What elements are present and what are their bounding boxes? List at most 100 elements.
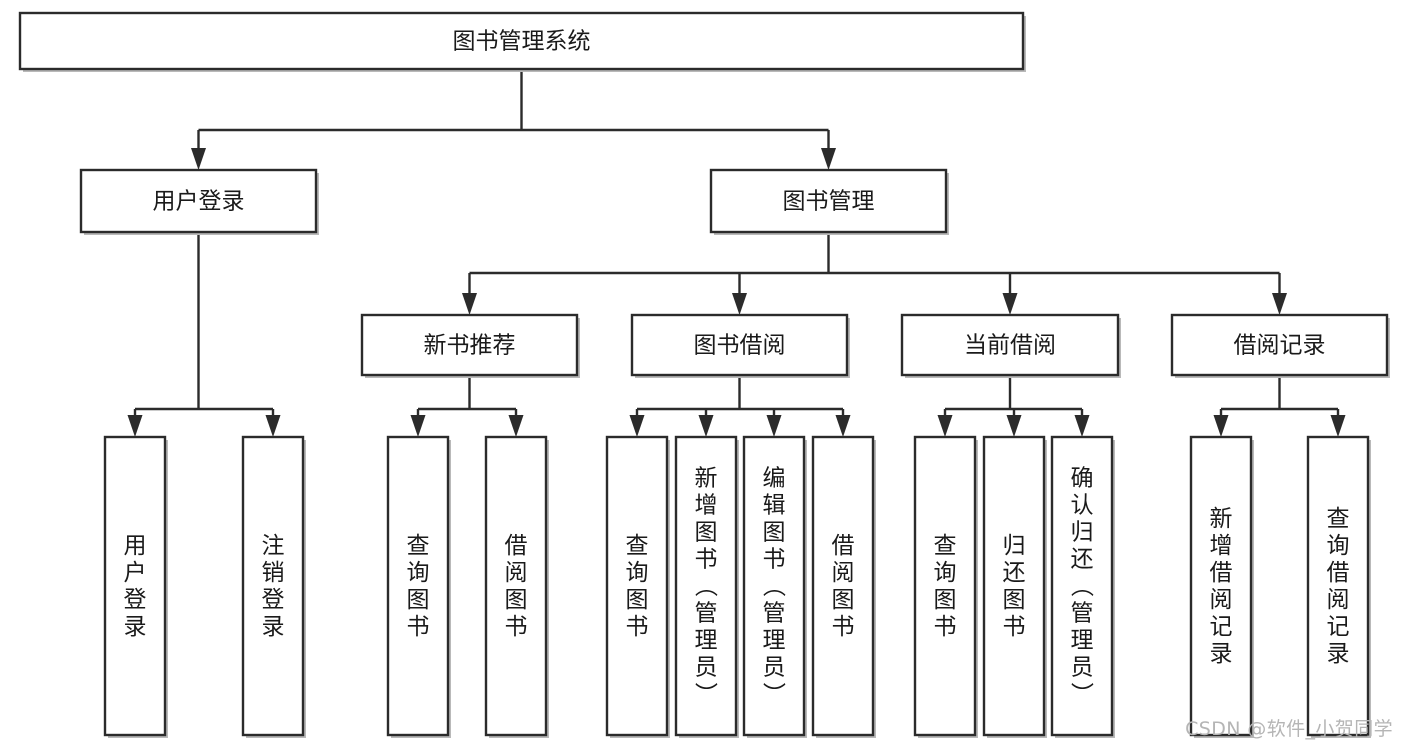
node-label: 用户登录 xyxy=(153,189,245,215)
node-box[interactable] xyxy=(241,435,305,737)
node-new-book-rec[interactable]: 新书推荐 xyxy=(360,313,580,378)
connector-group xyxy=(1213,375,1346,437)
node-label-char: 员 xyxy=(1071,655,1094,681)
node-label-char: 书 xyxy=(626,614,649,640)
node-label-char: 阅 xyxy=(832,560,855,586)
node-current-borrow[interactable]: 当前借阅 xyxy=(900,313,1121,378)
node-book-borrow[interactable]: 图书借阅 xyxy=(630,313,850,378)
node-box[interactable] xyxy=(900,313,1120,377)
csdn-watermark: CSDN @软件_小贺同学 xyxy=(1185,718,1393,740)
node-box[interactable] xyxy=(674,435,738,737)
node-label-char: 编 xyxy=(763,466,786,492)
node-label: 当前借阅 xyxy=(964,333,1056,359)
node-label-char: 询 xyxy=(407,560,430,586)
node-box[interactable] xyxy=(484,435,548,737)
node-label-char: 图 xyxy=(407,587,430,613)
node-label-char: 理 xyxy=(1071,628,1094,654)
node-label-char: 管 xyxy=(763,601,786,627)
node-label: 图书借阅 xyxy=(694,333,786,359)
node-label-char: 辑 xyxy=(763,493,786,519)
node-box[interactable] xyxy=(742,435,806,737)
node-label-char: （ xyxy=(1068,574,1094,597)
node-label-char: 确 xyxy=(1071,466,1094,492)
node-label-char: 还 xyxy=(1071,547,1094,573)
connector-group xyxy=(410,375,524,437)
node-label: 图书管理系统 xyxy=(453,29,591,55)
node-label-char: 录 xyxy=(1327,641,1350,667)
node-box[interactable] xyxy=(1050,435,1114,737)
node-box[interactable] xyxy=(1189,435,1253,737)
node-label-char: 增 xyxy=(695,493,718,519)
node-leaf-user-login[interactable]: 用户登录 xyxy=(103,435,168,738)
arrow-head-icon xyxy=(410,415,426,437)
node-label-char: （ xyxy=(692,574,718,597)
node-box[interactable] xyxy=(811,435,875,737)
node-label-char: 图 xyxy=(505,587,528,613)
node-label-char: 图 xyxy=(832,587,855,613)
node-label-char: 借 xyxy=(505,533,528,559)
arrow-head-icon xyxy=(835,415,851,437)
node-label-char: 询 xyxy=(1327,533,1350,559)
node-box[interactable] xyxy=(630,313,849,377)
node-box[interactable] xyxy=(386,435,450,737)
arrow-head-icon xyxy=(1213,415,1229,437)
node-label-char: ） xyxy=(1068,682,1094,705)
node-box[interactable] xyxy=(709,168,948,234)
arrow-head-icon xyxy=(1074,415,1090,437)
connector-group xyxy=(629,375,851,437)
node-label: 新书推荐 xyxy=(424,333,516,359)
node-box[interactable] xyxy=(103,435,167,737)
node-label-char: 增 xyxy=(1210,533,1233,559)
node-label-char: 登 xyxy=(262,587,285,613)
node-label-char: 图 xyxy=(1003,587,1026,613)
node-box[interactable] xyxy=(1306,435,1370,737)
node-label-char: 图 xyxy=(626,587,649,613)
node-box[interactable] xyxy=(360,313,579,377)
node-box[interactable] xyxy=(79,168,318,234)
arrow-head-icon xyxy=(629,415,645,437)
arrow-head-icon xyxy=(265,415,281,437)
node-label-char: 理 xyxy=(763,628,786,654)
node-book-manage[interactable]: 图书管理 xyxy=(709,168,949,235)
node-label-char: ） xyxy=(692,682,718,705)
node-box[interactable] xyxy=(913,435,977,737)
node-label-char: （ xyxy=(760,574,786,597)
node-label-char: 图 xyxy=(934,587,957,613)
node-label-char: 销 xyxy=(262,560,285,586)
node-label-char: 用 xyxy=(124,533,147,559)
node-label-char: 借 xyxy=(832,533,855,559)
node-borrow-record[interactable]: 借阅记录 xyxy=(1170,313,1390,378)
node-label-char: 阅 xyxy=(1210,587,1233,613)
node-label-char: 新 xyxy=(695,466,718,492)
node-box[interactable] xyxy=(605,435,669,737)
node-label-char: 理 xyxy=(695,628,718,654)
node-box[interactable] xyxy=(982,435,1046,737)
node-label-char: 书 xyxy=(695,547,718,573)
node-label: 图书管理 xyxy=(783,189,875,215)
node-label-char: 认 xyxy=(1071,493,1094,519)
node-user-login[interactable]: 用户登录 xyxy=(79,168,319,235)
node-label-char: 录 xyxy=(262,614,285,640)
node-root[interactable]: 图书管理系统 xyxy=(18,11,1026,72)
node-label-char: 录 xyxy=(124,614,147,640)
node-label-char: 借 xyxy=(1327,560,1350,586)
node-layer: 图书管理系统用户登录图书管理新书推荐图书借阅当前借阅借阅记录用户登录注销登录查询… xyxy=(18,11,1390,738)
node-label-char: 归 xyxy=(1071,520,1094,546)
node-box[interactable] xyxy=(18,11,1025,71)
node-label-char: 查 xyxy=(407,533,430,559)
node-label-char: 记 xyxy=(1210,614,1233,640)
node-box[interactable] xyxy=(1170,313,1389,377)
